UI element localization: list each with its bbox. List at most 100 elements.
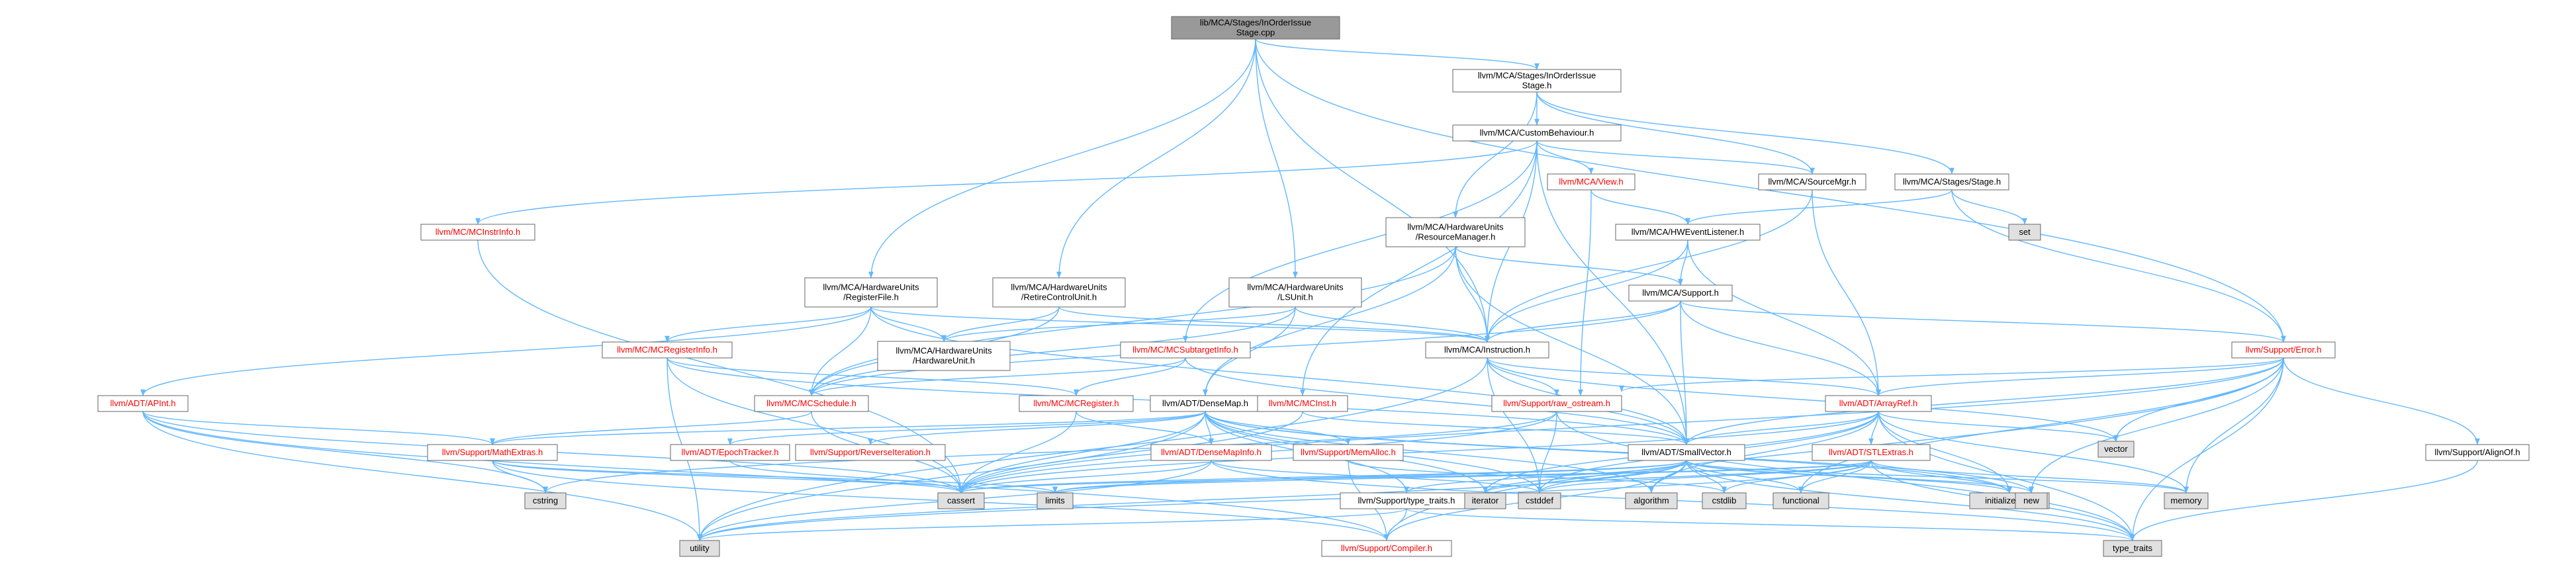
edge-n18-to-n25: [1487, 357, 1881, 396]
node-llvm-mca-instruction-h[interactable]: llvm/MCA/Instruction.h: [1425, 341, 1549, 359]
node-box: [427, 444, 558, 461]
node-box: [877, 341, 1011, 371]
node-llvm-adt-smallvector-h[interactable]: llvm/ADT/SmallVector.h: [1628, 444, 1745, 461]
node-label: llvm/MCA/HWEventListener.h: [1632, 227, 1745, 237]
node-label: utility: [690, 543, 710, 553]
edge-n38-to-n49: [1406, 508, 2135, 541]
edge-n24-to-n35: [543, 411, 1557, 494]
edge-n32-to-n45: [1686, 460, 2034, 494]
edge-n12-to-n20: [809, 306, 1296, 396]
node-llvm-mc-mcinstrinfo-h[interactable]: llvm/MC/MCInstrInfo.h: [420, 224, 535, 241]
edge-n17-to-n20: [809, 357, 1186, 396]
node-llvm-mca-hardwareunits-lsunit-h[interactable]: llvm/MCA/HardwareUnits/LSUnit.h: [1228, 277, 1362, 308]
node-box: [602, 341, 733, 359]
node-label: llvm/MCA/Stages/Stage.h: [1903, 177, 2001, 187]
node-label: Stage.cpp: [1236, 28, 1275, 38]
node-box: [2103, 540, 2162, 557]
edge-n4-to-n18: [1485, 189, 1813, 343]
edge-n14-to-n43: [1798, 357, 2284, 494]
node-llvm-mca-hardwareunits-hardwareunit-h[interactable]: llvm/MCA/HardwareUnits/HardwareUnit.h: [877, 341, 1011, 371]
edge-n0-to-n1: [1255, 38, 1540, 70]
node-llvm-support-error-h[interactable]: llvm/Support/Error.h: [2231, 341, 2336, 359]
edge-n4-to-n25: [1812, 189, 1881, 396]
node-llvm-mc-mcregisterinfo-h[interactable]: llvm/MC/MCRegisterInfo.h: [602, 341, 733, 359]
node-label: llvm/ADT/EpochTracker.h: [682, 447, 779, 457]
node-llvm-adt-arrayref-h[interactable]: llvm/ADT/ArrayRef.h: [1825, 395, 1932, 412]
node-llvm-mca-custombehaviour-h[interactable]: llvm/MCA/CustomBehaviour.h: [1452, 124, 1622, 142]
node-box: [1702, 492, 1747, 509]
node-llvm-support-mathextras-h[interactable]: llvm/Support/MathExtras.h: [427, 444, 558, 461]
node-llvm-support-compiler-h[interactable]: llvm/Support/Compiler.h: [1321, 540, 1452, 557]
edge-n18-to-n24: [1487, 357, 1559, 396]
node-box: [2097, 441, 2135, 458]
edge-n1-to-n8: [1453, 91, 1538, 218]
node-label: llvm/MCA/HardwareUnits: [1247, 282, 1344, 292]
node-llvm-mca-hweventlistener-h[interactable]: llvm/MCA/HWEventListener.h: [1615, 224, 1761, 241]
node-llvm-adt-densemap-h[interactable]: llvm/ADT/DenseMap.h: [1150, 395, 1261, 412]
edge-n32-to-n39: [1483, 460, 1687, 494]
edge-n10-to-n18: [870, 306, 1490, 343]
edge-n8-to-n18: [1455, 246, 1490, 343]
edge-n23-to-n36: [958, 411, 1303, 494]
node-llvm-mca-support-h[interactable]: llvm/MCA/Support.h: [1628, 284, 1733, 302]
node-llvm-mca-hardwareunits-resourcemanager-h[interactable]: llvm/MCA/HardwareUnits/ResourceManager.h: [1385, 217, 1526, 247]
node-algorithm: algorithm: [1625, 492, 1678, 509]
node-box: [1772, 492, 1829, 509]
node-label: llvm/MCA/HardwareUnits: [1011, 282, 1107, 292]
node-llvm-support-raw-ostream-h[interactable]: llvm/Support/raw_ostream.h: [1491, 395, 1622, 412]
edge-n10-to-n16: [870, 306, 946, 342]
edge-n9-to-n18: [1485, 239, 1688, 343]
edge-n22-to-n29: [868, 411, 1206, 445]
node-label: llvm/MC/MCInst.h: [1269, 398, 1337, 408]
node-llvm-support-type-traits-h[interactable]: llvm/Support/type_traits.h: [1340, 492, 1473, 509]
node-llvm-mc-mcsubtargetinfo-h[interactable]: llvm/MC/MCSubtargetInfo.h: [1120, 341, 1251, 359]
node-llvm-mca-hardwareunits-registerfile-h[interactable]: llvm/MCA/HardwareUnits/RegisterFile.h: [804, 277, 938, 308]
edge-n33-to-n37: [1052, 460, 1872, 494]
node-label: memory: [2171, 496, 2202, 505]
node-llvm-support-reverseiteration-h[interactable]: llvm/Support/ReverseIteration.h: [795, 444, 946, 461]
node-box: [1120, 341, 1251, 359]
node-llvm-adt-densemapinfo-h[interactable]: llvm/ADT/DenseMapInfo.h: [1150, 444, 1272, 461]
edge-n2-to-n4: [1536, 140, 1815, 175]
node-llvm-support-alignof-h[interactable]: llvm/Support/AlignOf.h: [2425, 444, 2530, 461]
node-label: set: [2019, 227, 2031, 237]
node-llvm-adt-stlextras-h[interactable]: llvm/ADT/STLExtras.h: [1812, 444, 1931, 461]
node-llvm-mca-view-h[interactable]: llvm/MCA/View.h: [1547, 173, 1635, 191]
node-iterator: iterator: [1464, 492, 1506, 509]
node-llvm-support-memalloc-h[interactable]: llvm/Support/MemAlloc.h: [1293, 444, 1404, 461]
node-label: functional: [1782, 496, 1819, 505]
edge-n33-to-n43: [1798, 460, 1872, 494]
edge-n25-to-n49: [1878, 411, 2135, 541]
node-label: llvm/MCA/SourceMgr.h: [1769, 177, 1857, 187]
node-llvm-mca-sourcemgr-h[interactable]: llvm/MCA/SourceMgr.h: [1758, 173, 1866, 191]
edge-n33-to-n44: [1870, 460, 2012, 494]
node-llvm-mca-hardwareunits-retirecontrolunit-h[interactable]: llvm/MCA/HardwareUnits/RetireControlUnit…: [992, 277, 1126, 308]
edge-n27-to-n37: [492, 460, 1058, 494]
edge-n13-to-n25: [1680, 300, 1881, 396]
node-box: [1425, 341, 1549, 359]
node-llvm-adt-epochtracker-h[interactable]: llvm/ADT/EpochTracker.h: [670, 444, 790, 461]
node-llvm-mca-stages-stage-h[interactable]: llvm/MCA/Stages/Stage.h: [1894, 173, 2009, 191]
edge-n5-to-n6: [1951, 189, 2027, 225]
edge-n22-to-n36: [958, 411, 1206, 494]
node-box: [1385, 217, 1526, 247]
node-label: llvm/MCA/Instruction.h: [1444, 345, 1530, 355]
node-label: llvm/ADT/APInt.h: [111, 398, 176, 408]
node-new: new: [2015, 492, 2048, 509]
node-llvm-mc-mcschedule-h[interactable]: llvm/MC/MCSchedule.h: [754, 395, 869, 412]
node-label: /HardwareUnit.h: [913, 356, 975, 366]
edge-n13-to-n32: [1680, 300, 1689, 445]
edge-n12-to-n18: [1295, 306, 1490, 343]
edge-n9-to-n13: [1678, 239, 1688, 286]
edge-n27-to-n36: [492, 460, 964, 494]
edge-n25-to-n26: [1878, 411, 2119, 442]
node-label: llvm/MC/MCSchedule.h: [766, 398, 856, 408]
node-llvm-mc-mcregister-h[interactable]: llvm/MC/MCRegister.h: [1019, 395, 1134, 412]
node-llvm-mc-mcinst-h[interactable]: llvm/MC/MCInst.h: [1257, 395, 1348, 412]
edge-n8-to-n20: [809, 246, 1456, 396]
node-llvm-adt-apint-h[interactable]: llvm/ADT/APInt.h: [97, 395, 189, 412]
node-box: [1825, 395, 1932, 412]
node-label: llvm/Support/MathExtras.h: [442, 447, 543, 457]
